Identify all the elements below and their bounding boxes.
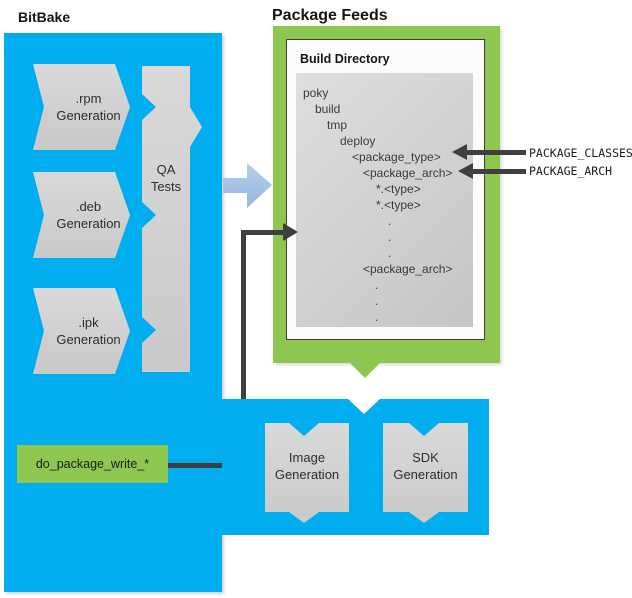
image-generation-box: Image Generation	[265, 423, 349, 523]
directory-entry: .	[375, 294, 379, 308]
deb-generation-label: .deb Generation	[56, 199, 121, 231]
directory-entry: .	[375, 278, 379, 292]
directory-entry: <package_type>	[352, 150, 441, 164]
sdk-generation-box: SDK Generation	[383, 423, 468, 523]
directory-entry: <package_arch>	[363, 262, 453, 276]
rpm-generation-label: .rpm Generation	[56, 91, 121, 123]
rpm-generation-box: .rpm Generation	[33, 64, 130, 150]
package-classes-arrow-icon	[452, 144, 467, 160]
directory-entry: .	[388, 214, 392, 228]
sdk-generation-label: SDK Generation	[393, 450, 458, 482]
ipk-generation-box: .ipk Generation	[33, 288, 130, 374]
directory-entry: .	[375, 310, 379, 324]
qa-tests-label: QA Tests	[150, 162, 182, 194]
package-classes-label: PACKAGE_CLASSES	[529, 146, 632, 160]
directory-entry: *.<type>	[376, 182, 421, 196]
package-feeds-arrow-tip	[350, 363, 380, 378]
directory-tree-box: poky build tmp deploy <package_type> <package…	[296, 73, 473, 327]
task-arrow-segment-bottom	[168, 463, 246, 468]
directory-entry: .	[388, 230, 392, 244]
directory-listing: poky build tmp deploy <package_type> <package…	[296, 85, 473, 325]
task-arrow-head-icon	[283, 223, 298, 241]
package-arch-label: PACKAGE_ARCH	[529, 164, 613, 178]
directory-entry: tmp	[327, 118, 348, 132]
package-classes-arrow-shaft	[465, 150, 526, 155]
task-arrow-segment-vertical	[241, 230, 246, 468]
do-package-write-label: do_package_write_*	[35, 457, 150, 471]
image-generation-label: Image Generation	[274, 450, 340, 482]
directory-entry: <package_arch>	[363, 166, 453, 180]
bitbake-title: BitBake	[18, 9, 71, 25]
package-arch-arrow-shaft	[471, 169, 526, 174]
do-package-write-box: do_package_write_*	[17, 445, 168, 483]
directory-entry: *.<type>	[376, 198, 421, 212]
build-directory-label: Build Directory	[300, 52, 390, 66]
package-arch-arrow-icon	[458, 163, 473, 179]
flow-arrow-icon	[223, 163, 272, 208]
deb-generation-box: .deb Generation	[33, 172, 130, 258]
directory-entry: poky	[303, 86, 329, 100]
package-feeds-title: Package Feeds	[272, 7, 388, 24]
ipk-generation-label: .ipk Generation	[56, 315, 121, 347]
directory-entry: .	[388, 246, 392, 260]
directory-entry: build	[315, 102, 341, 116]
directory-entry: deploy	[340, 134, 376, 148]
task-arrow-segment-top	[241, 230, 285, 235]
